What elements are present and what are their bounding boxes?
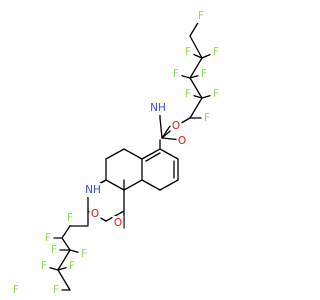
bond: [123, 179, 143, 191]
bonds: [43, 15, 217, 291]
atom-label-mask: [89, 207, 101, 221]
atom-label-mask: [170, 119, 182, 133]
atom-label-o2: O: [178, 135, 186, 147]
atom-label-f15: F: [53, 284, 59, 296]
atom-label-mask: [112, 216, 124, 230]
atom-label-f13: F: [41, 260, 47, 272]
atom-label-o1: O: [172, 120, 180, 132]
atom-label-f16: F: [13, 284, 19, 296]
atom-label-o3: O: [91, 208, 99, 220]
atom-label-f4: F: [173, 68, 179, 80]
atom-label-f10: F: [45, 232, 51, 244]
atom-label-mask: [195, 9, 207, 23]
bond: [159, 179, 179, 191]
atom-label-f5: F: [201, 68, 207, 80]
atom-label-f8: F: [204, 112, 210, 124]
atom-label-f6: F: [185, 88, 191, 100]
bond: [159, 148, 179, 160]
atom-label-f1: F: [198, 10, 204, 22]
atom-label-mask: [50, 283, 62, 297]
atom-label-mask: [64, 211, 76, 225]
atom-label-mask: [48, 243, 60, 257]
atom-label-mask: [201, 111, 213, 125]
atom-label-mask: [198, 67, 210, 81]
bond: [189, 35, 203, 59]
atom-label-mask: [182, 87, 194, 101]
atom-label-mask: [210, 87, 222, 101]
atom-label-f2: F: [185, 46, 191, 58]
bond: [61, 225, 71, 239]
atom-label-mask: [66, 259, 78, 273]
bond: [161, 125, 171, 139]
atom-label-mask: [10, 283, 22, 297]
atom-label-mask: [150, 101, 166, 115]
atom-label-mask: [42, 231, 54, 245]
atom-label-f7: F: [213, 88, 219, 100]
atom-label-f14: F: [69, 260, 75, 272]
bond: [57, 249, 71, 271]
bond: [189, 77, 203, 99]
atom-label-mask: [210, 45, 222, 59]
atom-label-mask: [182, 45, 194, 59]
atom-label-mask: [176, 134, 188, 148]
atom-label-f11: F: [51, 244, 57, 256]
atom-label-n1: NH: [150, 102, 166, 114]
atom-label-mask: [170, 67, 182, 81]
bond: [145, 152, 161, 162]
atom-label-mask: [85, 183, 101, 197]
bond: [105, 179, 125, 191]
bond: [159, 117, 163, 139]
atom-label-f9: F: [67, 212, 73, 224]
bond: [61, 237, 71, 251]
atom-label-mask: [78, 247, 90, 261]
bond: [123, 148, 143, 160]
bond: [141, 148, 161, 160]
bond: [189, 97, 203, 119]
bond: [57, 269, 71, 291]
bond: [105, 148, 125, 160]
bond: [189, 57, 203, 79]
atom-label-f12: F: [81, 248, 87, 260]
atom-label-n2: NH: [85, 184, 101, 196]
atom-label-f3: F: [213, 46, 219, 58]
bond: [141, 179, 161, 191]
atom-label-o4: O: [114, 217, 122, 229]
atom-label-mask: [38, 259, 50, 273]
